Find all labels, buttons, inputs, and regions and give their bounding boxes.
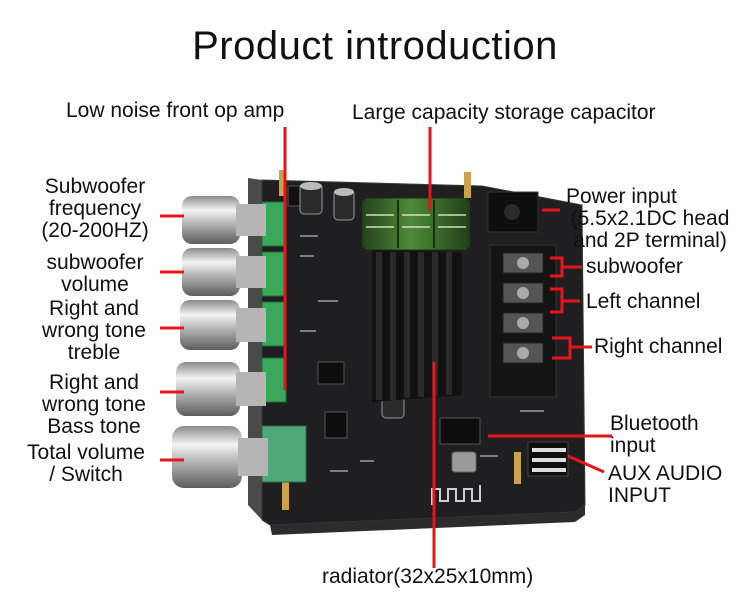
- label-line: wrong tone: [42, 393, 146, 416]
- label-line: frequency: [48, 197, 142, 220]
- label-line: Total volume: [27, 441, 145, 464]
- pot-bodies: [261, 201, 307, 483]
- label-subwoofer-volume: subwoofer volume: [30, 252, 160, 296]
- label-line: Subwoofer: [44, 175, 146, 198]
- storage-capacitor: [361, 197, 471, 251]
- label-line: treble: [67, 341, 121, 364]
- label-line: / Switch: [49, 463, 123, 486]
- standoff-1: [279, 170, 286, 196]
- label-line: (20-200HZ): [41, 219, 149, 242]
- pcb-board-edge: [270, 505, 585, 535]
- heatsink-radiator: [372, 250, 462, 402]
- label-storage-capacitor: Large capacity storage capacitor: [352, 101, 656, 124]
- label-left-channel: Left channel: [586, 290, 701, 313]
- op-amp-chip-3: [324, 411, 348, 439]
- label-line: input: [610, 434, 656, 457]
- label-treble: Right and wrong tone treble: [20, 298, 168, 364]
- bluetooth-module: [439, 417, 481, 445]
- standoff-3: [282, 482, 289, 510]
- pcb-antenna: [431, 485, 481, 505]
- label-front-op-amp: Low noise front op amp: [66, 99, 285, 122]
- label-line: INPUT: [608, 484, 671, 507]
- knobs: [172, 196, 268, 488]
- label-subwoofer-frequency: Subwoofer frequency (20-200HZ): [30, 176, 160, 242]
- label-line: AUX AUDIO: [608, 462, 723, 485]
- label-total-volume: Total volume / Switch: [10, 442, 162, 486]
- label-right-channel: Right channel: [594, 335, 723, 358]
- label-line: Bluetooth: [610, 412, 699, 435]
- op-amp-chip-2: [317, 361, 345, 385]
- pointer-lines: [160, 127, 612, 568]
- label-bass: Right and wrong tone Bass tone: [20, 372, 168, 438]
- label-line: (5.5x2.1DC head: [570, 207, 730, 230]
- label-line: and 2P terminal): [573, 229, 727, 252]
- label-power-input: Power input (5.5x2.1DC head and 2P termi…: [560, 186, 740, 252]
- label-line: volume: [61, 273, 129, 296]
- label-line: Right and: [49, 297, 139, 320]
- standoff-4: [514, 452, 521, 484]
- label-line: Right and: [49, 371, 139, 394]
- page-title: Product introduction: [192, 24, 558, 68]
- label-line: subwoofer: [46, 251, 144, 274]
- label-bluetooth-input: Bluetooth input: [610, 413, 699, 457]
- label-line: Power input: [566, 185, 677, 208]
- crystal: [451, 451, 477, 473]
- standoff-2: [464, 172, 471, 198]
- label-line: Bass tone: [47, 415, 141, 438]
- label-subwoofer-output: subwoofer: [586, 255, 683, 278]
- label-line: wrong tone: [42, 319, 146, 342]
- label-radiator: radiator(32x25x10mm): [322, 565, 534, 588]
- label-aux-input: AUX AUDIO INPUT: [608, 463, 722, 507]
